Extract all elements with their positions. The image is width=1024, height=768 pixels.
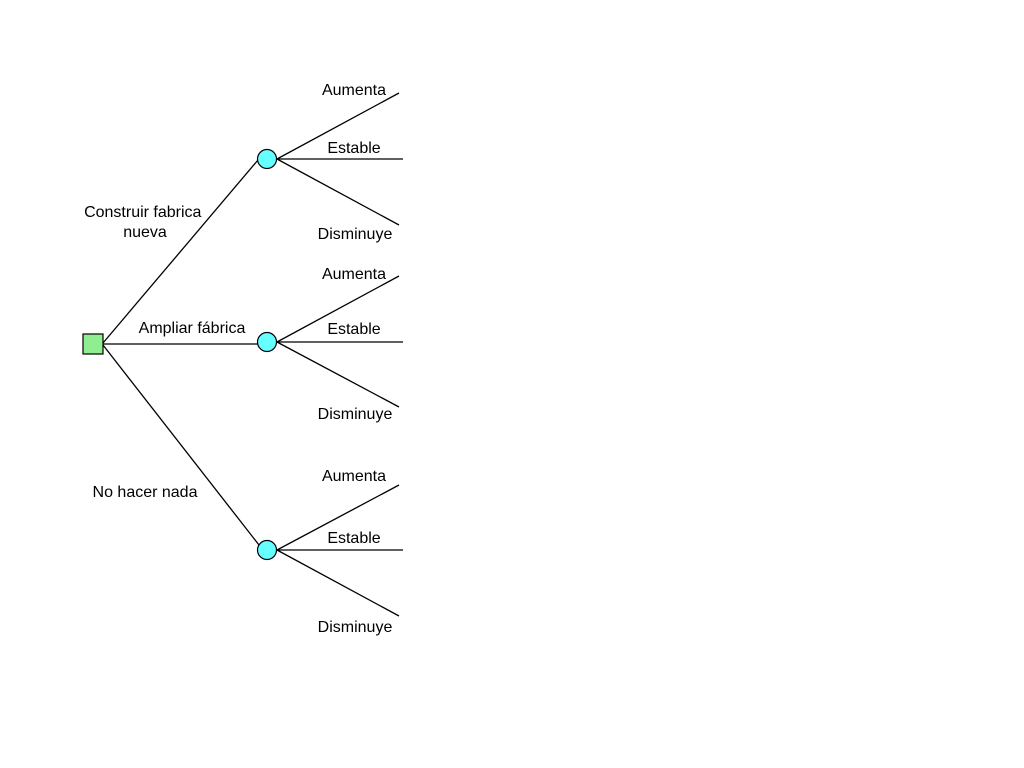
outcome-line-2-disminuye	[276, 341, 400, 408]
outcome-label-3-aumenta: Aumenta	[322, 468, 386, 485]
branch-line-no-hacer	[102, 344, 260, 546]
branch-line-construir	[102, 159, 259, 344]
outcome-label-2-estable: Estable	[327, 321, 380, 338]
option-label-ampliar: Ampliar fábrica	[139, 320, 246, 337]
option-label-construir: Construir fabrica nueva	[84, 204, 206, 241]
decision-node	[82, 333, 104, 355]
outcome-line-3-aumenta	[276, 484, 400, 551]
outcome-label-1-estable: Estable	[327, 140, 380, 157]
outcome-line-1-aumenta	[276, 92, 400, 160]
outcome-label-2-disminuye: Disminuye	[318, 406, 393, 423]
chance-node-3	[256, 539, 278, 561]
outcome-label-1-disminuye: Disminuye	[318, 226, 393, 243]
outcome-label-3-estable: Estable	[327, 530, 380, 547]
option-label-construir-line-2: nueva	[123, 224, 167, 241]
outcome-label-3-disminuye: Disminuye	[318, 619, 393, 636]
outcome-label-1-aumenta: Aumenta	[322, 82, 386, 99]
outcome-line-1-disminuye	[276, 158, 400, 226]
outcome-line-3-disminuye	[276, 549, 400, 617]
outcome-line-2-aumenta	[276, 275, 400, 343]
chance-node-1	[256, 148, 278, 170]
option-label-construir-line-1: Construir fabrica	[84, 204, 201, 221]
outcome-label-2-aumenta: Aumenta	[322, 266, 386, 283]
chance-node-2	[256, 331, 278, 353]
option-label-no-hacer: No hacer nada	[93, 484, 198, 501]
